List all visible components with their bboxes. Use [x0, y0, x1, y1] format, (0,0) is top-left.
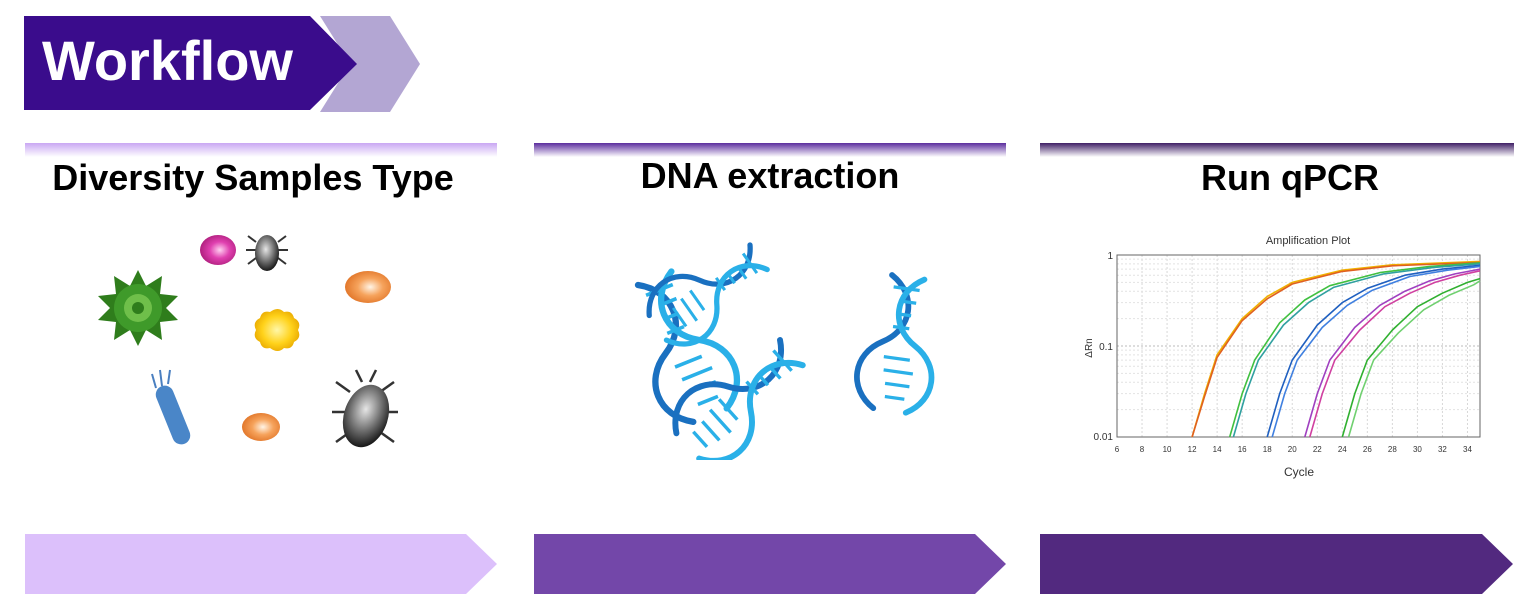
xtick-label: 14 — [1213, 445, 1222, 454]
pink-cell-icon — [200, 235, 236, 265]
panel-1-title: Diversity Samples Type — [52, 157, 454, 198]
step-arrow-1 — [25, 534, 497, 594]
xtick-label: 24 — [1338, 445, 1347, 454]
panel-3-title: Run qPCR — [1201, 157, 1379, 198]
dna-helix-icon-4 — [853, 272, 946, 416]
chart-title: Amplification Plot — [1266, 235, 1350, 247]
ytick-label-0-01: 0.01 — [1094, 432, 1114, 443]
microbes-illustration — [98, 235, 398, 448]
amplification-curve-2 — [1191, 261, 1481, 438]
xtick-label: 34 — [1463, 445, 1472, 454]
large-bug-icon — [332, 369, 398, 448]
xtick-label: 20 — [1288, 445, 1297, 454]
amplification-curve-6 — [1271, 265, 1481, 438]
rod-bacterium-icon — [151, 369, 191, 445]
xtick-label: 22 — [1313, 445, 1322, 454]
small-bug-icon — [246, 235, 288, 271]
banner-dark-arrow — [24, 16, 357, 110]
xtick-label: 16 — [1238, 445, 1247, 454]
xtick-label: 30 — [1413, 445, 1422, 454]
banner-light-chevron — [320, 16, 420, 112]
xtick-label: 8 — [1140, 445, 1145, 454]
green-spiky-cell-icon — [98, 270, 178, 346]
amplification-curve-4 — [1232, 263, 1481, 438]
page-title: Workflow — [42, 29, 293, 92]
x-axis-label: Cycle — [1284, 465, 1314, 479]
panel-2-title: DNA extraction — [640, 155, 900, 196]
step-arrow-3 — [1040, 534, 1513, 594]
amplification-curve-7 — [1304, 268, 1481, 438]
xtick-label: 18 — [1263, 445, 1272, 454]
amplification-plot-chart: Amplification Plot 6 8 10 12 14 16 18 20 22 24 26 2… — [1084, 235, 1481, 479]
ytick-label-0-1: 0.1 — [1099, 342, 1113, 353]
xtick-label: 28 — [1388, 445, 1397, 454]
xtick-label: 6 — [1115, 445, 1120, 454]
amplification-curve-10 — [1347, 280, 1481, 438]
ytick-label-1: 1 — [1107, 251, 1113, 262]
panel-2-topbar — [534, 143, 1006, 157]
xtick-label: 26 — [1363, 445, 1372, 454]
yellow-cell-icon — [254, 309, 300, 351]
orange-cell-icon — [345, 271, 391, 303]
workflow-banner — [24, 16, 420, 112]
xtick-label: 12 — [1188, 445, 1197, 454]
dna-illustration — [600, 235, 970, 460]
amplification-curve-1 — [1191, 260, 1481, 438]
amplification-curve-9 — [1341, 277, 1481, 438]
panel-3-topbar — [1040, 143, 1514, 157]
xtick-label: 32 — [1438, 445, 1447, 454]
amplification-curve-8 — [1309, 270, 1481, 438]
panel-1-topbar — [25, 143, 497, 157]
amplification-curve-5 — [1266, 264, 1481, 438]
step-arrows — [25, 534, 1513, 594]
orange-cell-icon-2 — [242, 413, 280, 441]
amplification-curve-3 — [1228, 262, 1481, 438]
y-axis-label: ΔRn — [1084, 338, 1095, 357]
xtick-label: 10 — [1163, 445, 1172, 454]
step-arrow-2 — [534, 534, 1006, 594]
plot-frame — [1116, 254, 1481, 438]
